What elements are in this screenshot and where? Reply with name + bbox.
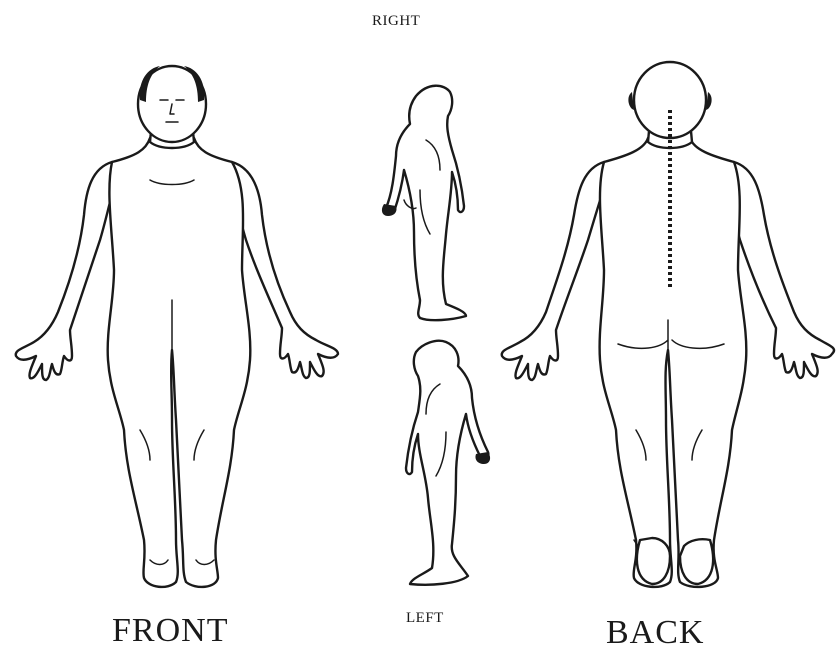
back-arm-right [732,162,834,378]
label-right: RIGHT [372,14,420,29]
label-back: BACK [606,616,704,650]
left-side-hand [475,452,490,464]
front-figure [16,66,338,587]
back-foot-left [637,538,670,584]
back-torso-legs [600,138,747,587]
front-arm-left [16,162,114,380]
back-head [634,62,706,138]
left-side-figure [406,341,490,585]
label-left: LEFT [406,611,444,626]
back-foot-right [680,539,713,584]
back-arm-left [502,162,604,380]
right-side-body [386,86,466,320]
back-figure [502,62,834,587]
label-front: FRONT [112,614,228,648]
right-side-figure [382,86,466,320]
front-torso-legs [108,138,251,587]
right-side-hand [382,204,397,216]
left-side-body [406,341,488,585]
